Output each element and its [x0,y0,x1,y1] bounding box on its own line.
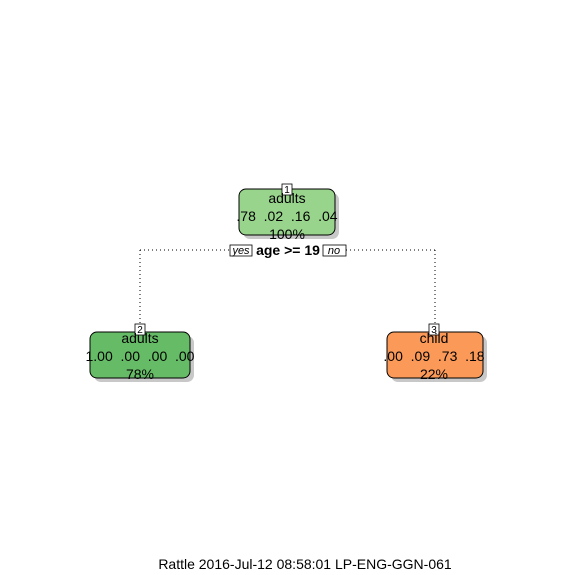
node-1-number-box [281,183,293,196]
node-3-number-box [428,323,440,336]
node-1-probabilities: .78 .02 .16 .04 [236,208,337,224]
node-2-class-label: adults [121,330,158,346]
no-label-box [322,244,347,257]
tree-node-2: 2 adults 1.00 .00 .00 .00 78% [86,323,195,382]
node-2-percent: 78% [126,366,154,382]
node-1-class-label: adults [268,190,305,206]
node-3-percent: 22% [420,366,448,382]
node-2-probabilities: 1.00 .00 .00 .00 [86,348,195,364]
split-label: yes age >= 19 no [229,242,347,258]
no-branch-label: no [328,245,340,257]
node-3-number: 3 [431,325,437,336]
split-condition: age >= 19 [256,242,320,258]
node-2-number-box [134,323,146,336]
yes-branch-label: yes [231,245,250,257]
node-3-class-label: child [420,330,449,346]
node-3-probabilities: .00 .09 .73 .18 [383,348,484,364]
tree-node-3: 3 child .00 .09 .73 .18 22% [383,323,487,382]
node-2-number: 2 [137,325,143,336]
tree-node-1: 1 adults .78 .02 .16 .04 100% [236,183,339,242]
node-1-number: 1 [284,185,290,196]
footer-caption: Rattle 2016-Jul-12 08:58:01 LP-ENG-GGN-0… [158,556,452,572]
yes-label-box [229,244,253,257]
tree-edges [139,249,436,324]
node-1-percent: 100% [269,226,305,242]
